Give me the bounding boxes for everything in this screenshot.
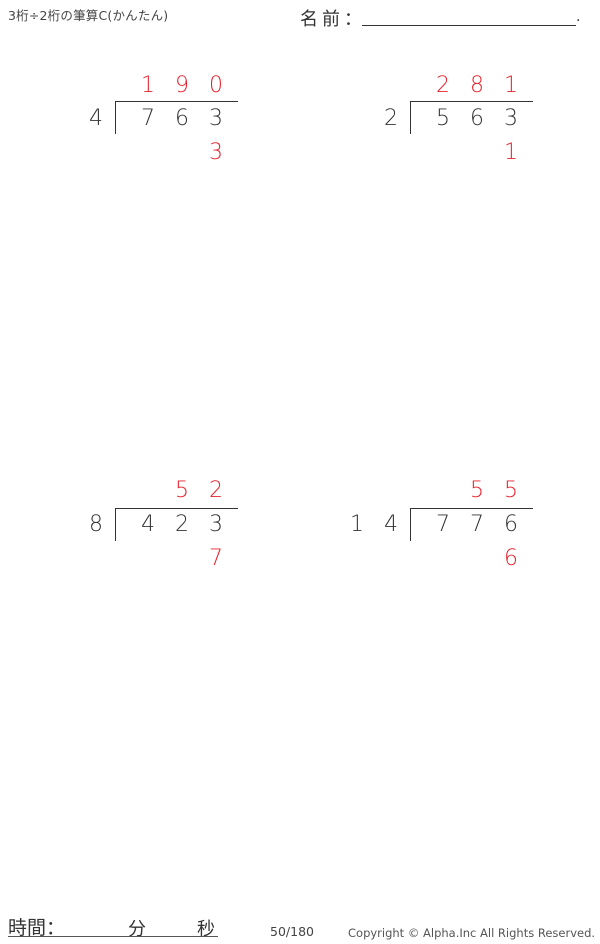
divisor-digit: 2 <box>384 106 398 131</box>
name-end-mark: . <box>576 9 581 25</box>
division-bar <box>410 101 533 102</box>
quotient-digit: 2 <box>209 478 223 503</box>
remainder-digit: 7 <box>209 546 223 571</box>
quotient-digit: 8 <box>470 73 484 98</box>
quotient-digit: 0 <box>209 73 223 98</box>
division-bar <box>410 508 533 509</box>
remainder-digit: 1 <box>504 140 518 165</box>
minutes-label: 分 <box>128 919 146 940</box>
time-label: 時間： <box>8 917 66 939</box>
dividend-digit: 6 <box>504 512 518 537</box>
name-field-line[interactable] <box>362 25 576 26</box>
dividend-digit: 3 <box>209 106 223 131</box>
quotient-digit: 5 <box>175 478 189 503</box>
quotient-digit: 2 <box>436 73 450 98</box>
page-number: 50/180 <box>270 924 314 939</box>
dividend-digit: 5 <box>436 106 450 131</box>
dividend-digit: 6 <box>175 106 189 131</box>
quotient-digit: 1 <box>504 73 518 98</box>
division-bar <box>115 508 238 509</box>
division-bracket <box>115 101 116 134</box>
worksheet-title: 3桁÷2桁の筆算C(かんたん) <box>8 8 169 23</box>
dividend-digit: 2 <box>175 512 189 537</box>
dividend-digit: 4 <box>141 512 155 537</box>
name-label: 名前： <box>300 9 366 30</box>
seconds-label: 秒 <box>197 919 215 940</box>
divisor-digit: 8 <box>89 512 103 537</box>
dividend-digit: 7 <box>436 512 450 537</box>
remainder-digit: 3 <box>209 140 223 165</box>
divisor-digit: 4 <box>89 106 103 131</box>
dividend-digit: 3 <box>504 106 518 131</box>
division-bracket <box>115 508 116 541</box>
dividend-digit: 6 <box>470 106 484 131</box>
dividend-digit: 7 <box>141 106 155 131</box>
time-field-line[interactable] <box>8 936 218 937</box>
quotient-digit: 5 <box>504 478 518 503</box>
quotient-digit: 1 <box>141 73 155 98</box>
remainder-digit: 6 <box>504 546 518 571</box>
divisor-digit: 4 <box>384 512 398 537</box>
dividend-digit: 7 <box>470 512 484 537</box>
division-bracket <box>410 508 411 541</box>
division-bracket <box>410 101 411 134</box>
quotient-digit: 5 <box>470 478 484 503</box>
divisor-digit: 1 <box>350 512 364 537</box>
copyright-notice: Copyright © Alpha.Inc All Rights Reserve… <box>348 926 596 940</box>
quotient-digit: 9 <box>175 73 189 98</box>
dividend-digit: 3 <box>209 512 223 537</box>
division-bar <box>115 101 238 102</box>
